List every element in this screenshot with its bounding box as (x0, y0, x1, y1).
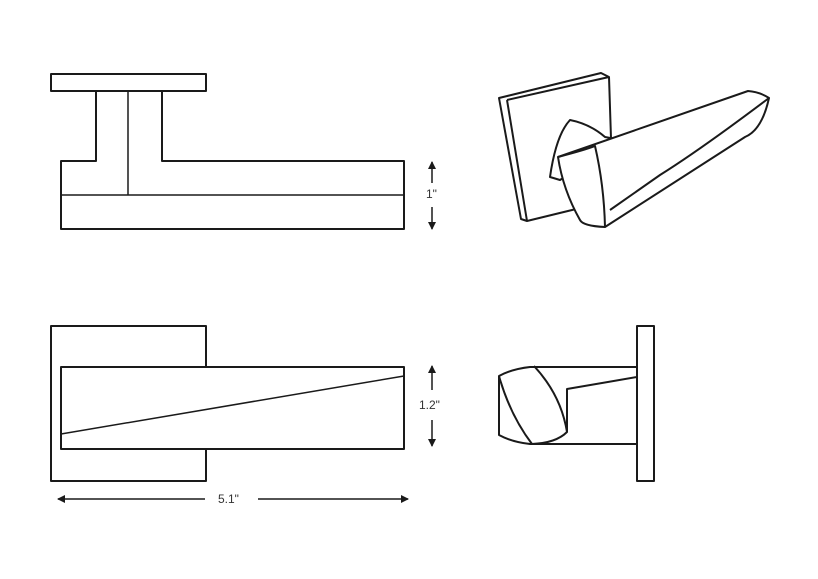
length-label-5-1in: 5.1" (216, 492, 241, 506)
height-label-1in: 1" (424, 187, 439, 201)
height-label-1-2in: 1.2" (417, 398, 442, 412)
lever-top (60, 90, 405, 230)
dimension-lines (57, 161, 436, 503)
side-view (498, 325, 655, 482)
top-view (50, 73, 405, 230)
rose-plate-side (636, 325, 655, 482)
front-view (50, 325, 405, 482)
lever-front (60, 366, 405, 450)
perspective-view (498, 72, 770, 228)
rose-plate-top (50, 73, 207, 92)
